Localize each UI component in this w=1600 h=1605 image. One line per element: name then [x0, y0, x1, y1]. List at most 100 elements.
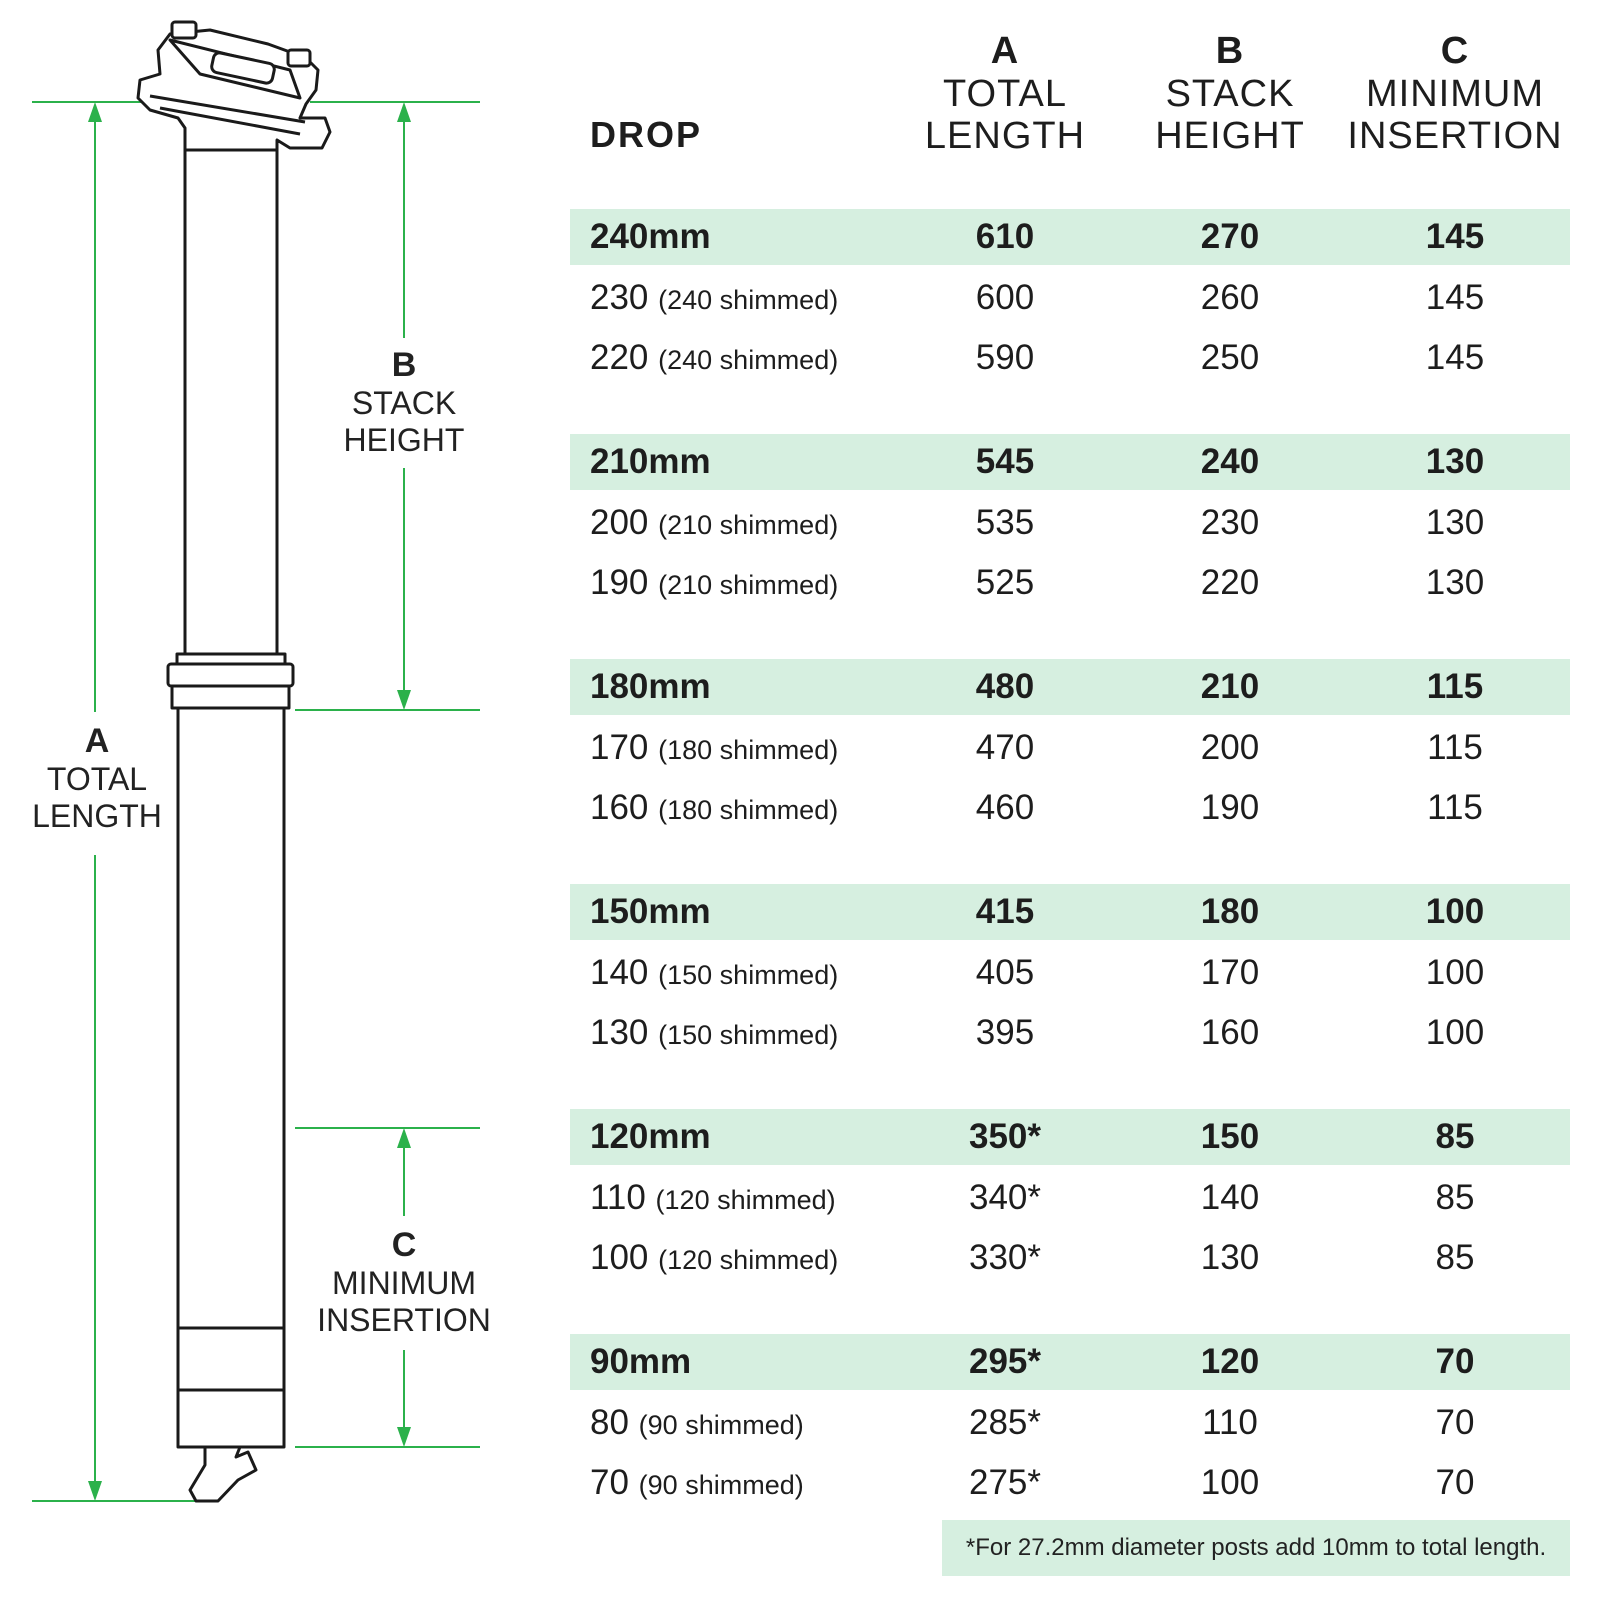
header-c-line2: INSERTION	[1347, 115, 1563, 158]
cell-minimum-insertion: 130	[1425, 563, 1485, 602]
cell-drop: 150mm	[590, 884, 711, 940]
cell-minimum-insertion: 130	[1425, 442, 1485, 481]
shim-note: (240 shimmed)	[658, 345, 839, 375]
cell-drop: 200 (210 shimmed)	[590, 495, 838, 551]
label-c-letter: C	[391, 1226, 417, 1264]
cell-drop: 210mm	[590, 434, 711, 490]
table-row: 170 (180 shimmed) 470 200 115	[570, 720, 1570, 776]
cell-total-length: 275*	[968, 1463, 1042, 1502]
shim-note: (180 shimmed)	[658, 795, 839, 825]
label-a-letter: A	[84, 722, 110, 760]
cell-minimum-insertion: 115	[1427, 788, 1483, 827]
arrow-c-top	[397, 1128, 411, 1148]
seatpost-drawing	[32, 20, 480, 1503]
drop-value: 120mm	[590, 1117, 711, 1156]
drop-value: 110	[590, 1178, 646, 1217]
label-c-line2: INSERTION	[317, 1301, 491, 1338]
header-a-letter: A	[990, 30, 1020, 72]
cell-total-length: 350*	[968, 1117, 1042, 1156]
header-b-line2: HEIGHT	[1155, 115, 1305, 158]
drop-value: 170	[590, 728, 649, 767]
cell-total-length: 610	[975, 217, 1035, 256]
cell-minimum-insertion: 115	[1427, 728, 1483, 767]
cell-total-length: 285*	[968, 1403, 1042, 1442]
footnote: *For 27.2mm diameter posts add 10mm to t…	[942, 1520, 1570, 1576]
shim-note: (210 shimmed)	[658, 510, 839, 540]
saddle-clamp	[136, 28, 332, 152]
arrow-c-bottom	[397, 1427, 411, 1447]
cell-minimum-insertion: 100	[1425, 953, 1485, 992]
cell-total-length: 525	[975, 563, 1035, 602]
drop-value: 210mm	[590, 442, 711, 481]
header-stack-height: B STACK HEIGHT	[1125, 30, 1335, 158]
shim-note: (120 shimmed)	[658, 1245, 839, 1275]
cell-total-length: 460	[975, 788, 1035, 827]
clamp-rail-line	[149, 94, 306, 124]
lower-tube	[176, 706, 286, 1449]
label-b-letter: B	[391, 346, 417, 384]
drop-value: 230	[590, 278, 649, 317]
stanchion	[183, 146, 279, 658]
arrow-b-top	[397, 102, 411, 122]
cell-minimum-insertion: 85	[1435, 1117, 1475, 1156]
shim-note: (240 shimmed)	[658, 285, 839, 315]
header-total-length: A TOTAL LENGTH	[900, 30, 1110, 158]
cell-drop: 240mm	[590, 209, 711, 265]
cell-drop: 190 (210 shimmed)	[590, 555, 838, 611]
cell-stack-height: 130	[1200, 1238, 1260, 1277]
cell-stack-height: 220	[1200, 563, 1260, 602]
cell-stack-height: 240	[1200, 442, 1260, 481]
cell-drop: 230 (240 shimmed)	[590, 270, 838, 326]
drop-value: 200	[590, 503, 649, 542]
cell-stack-height: 230	[1200, 503, 1260, 542]
shim-note: (210 shimmed)	[658, 570, 839, 600]
cell-minimum-insertion: 100	[1425, 1013, 1485, 1052]
cell-total-length: 405	[975, 953, 1035, 992]
cell-minimum-insertion: 115	[1426, 667, 1484, 706]
label-c-line1: MINIMUM	[332, 1265, 476, 1302]
cell-minimum-insertion: 145	[1425, 338, 1485, 377]
cell-total-length: 340*	[968, 1178, 1042, 1217]
header-c-line1: MINIMUM	[1366, 72, 1544, 115]
arrow-a-top	[88, 102, 102, 122]
seatpost-outline	[136, 20, 332, 1503]
shim-note: (150 shimmed)	[658, 960, 839, 990]
cell-drop: 100 (120 shimmed)	[590, 1230, 838, 1286]
shim-note: (180 shimmed)	[658, 735, 839, 765]
cell-drop: 140 (150 shimmed)	[590, 945, 838, 1001]
shim-note: (150 shimmed)	[658, 1020, 839, 1050]
header-b-letter: B	[1215, 30, 1245, 72]
sizing-table: DROP A TOTAL LENGTH B STACK HEIGHT C MIN…	[570, 0, 1570, 1600]
cell-minimum-insertion: 85	[1435, 1178, 1475, 1217]
cell-minimum-insertion: 70	[1435, 1342, 1475, 1381]
table-row: 190 (210 shimmed) 525 220 130	[570, 555, 1570, 611]
seatpost-diagram: A TOTAL LENGTH B STACK HEIGHT C MINIMUM …	[0, 0, 520, 1600]
clamp-rail-line-lower	[159, 106, 301, 136]
cell-total-length: 470	[975, 728, 1035, 767]
cell-drop: 90mm	[590, 1334, 691, 1390]
arrowheads	[88, 102, 411, 1501]
clamp-bolt-right	[286, 48, 312, 68]
drop-value: 100	[590, 1238, 649, 1277]
table-row: 160 (180 shimmed) 460 190 115	[570, 780, 1570, 836]
drop-value: 220	[590, 338, 649, 377]
clamp-bolt-left	[170, 20, 198, 40]
cell-stack-height: 140	[1200, 1178, 1260, 1217]
drop-value: 80	[590, 1403, 629, 1442]
header-b-line1: STACK	[1165, 72, 1295, 115]
cell-stack-height: 200	[1200, 728, 1260, 767]
cell-stack-height: 190	[1200, 788, 1260, 827]
cell-drop: 160 (180 shimmed)	[590, 780, 838, 836]
cell-minimum-insertion: 70	[1435, 1403, 1475, 1442]
cell-minimum-insertion: 145	[1425, 217, 1485, 256]
cell-total-length: 295*	[968, 1342, 1042, 1381]
drop-value: 70	[590, 1463, 629, 1502]
